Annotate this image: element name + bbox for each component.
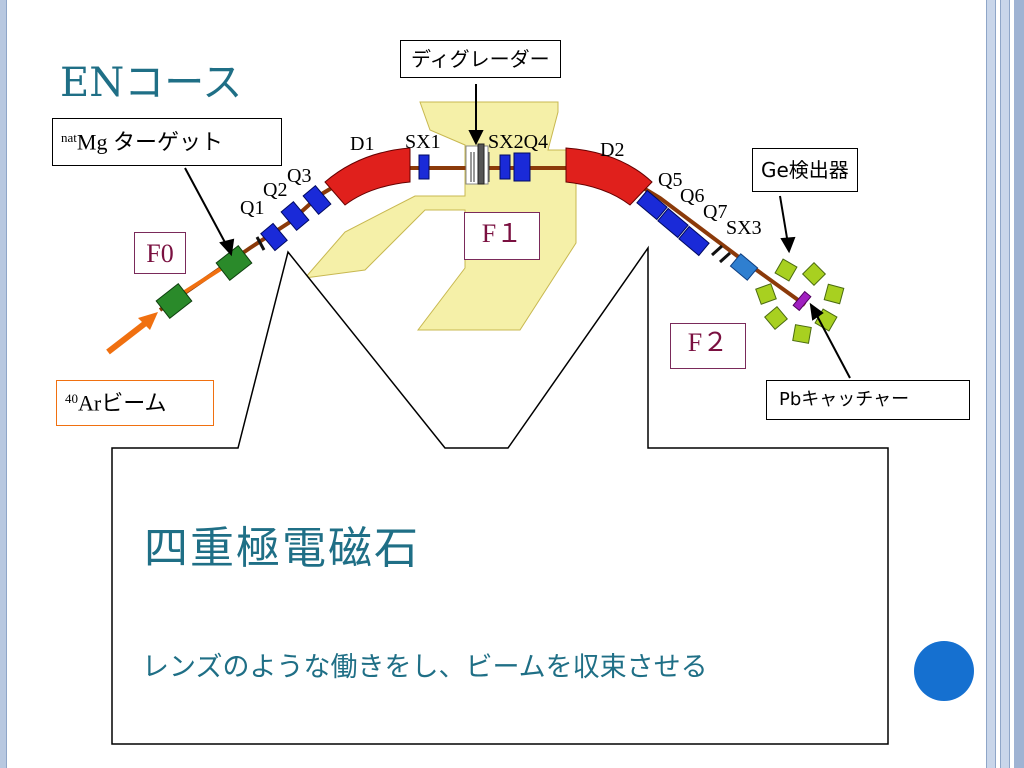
f0-label: F0: [134, 232, 186, 274]
catcher-label: Pbキャッチャー: [766, 380, 970, 420]
slide-frame-right: [986, 0, 1024, 768]
callout-description: レンズのような働きをし、ビームを収束させる: [142, 652, 708, 683]
d2-label: D2: [600, 139, 625, 161]
accent-dot: [914, 641, 974, 701]
catcher-label-text: Pbキャッチャー: [779, 389, 910, 410]
ge-detector-label: Ge検出器: [752, 148, 858, 192]
sx1-label: SX1: [405, 131, 441, 153]
slide-title: ENコース: [60, 60, 243, 106]
q1-label: Q1: [240, 197, 265, 219]
quadrupole-q1: [260, 222, 288, 252]
beam-arrow-head: [138, 312, 158, 330]
ge-detector-label-text: Ge検出器: [761, 158, 849, 182]
target-label: natMg ターゲット: [52, 118, 282, 167]
dipole-d1: [324, 147, 411, 206]
callout-bubble: [111, 245, 889, 745]
quadrupole-q4: [513, 152, 531, 182]
sx3-label: SX3: [726, 217, 762, 239]
target-label-isotope: nat: [61, 130, 77, 145]
pointer-arrow-icon: [184, 84, 851, 379]
q3-label: Q3: [287, 165, 312, 187]
dipole-d2: [565, 147, 653, 206]
target-label-text: Mg ターゲット: [76, 129, 223, 155]
quadrupole-q2: [280, 200, 310, 232]
pb-catcher: [792, 290, 812, 312]
q7-label: Q7: [703, 201, 728, 223]
degrader-frame: [465, 145, 489, 185]
d1-label: D1: [350, 133, 375, 155]
target-block: [215, 245, 253, 281]
degrader-label: ディグレーダー: [400, 40, 561, 78]
f1-label: F１: [464, 212, 540, 260]
sextupole-sx3: [729, 253, 759, 281]
quadrupole-q7: [678, 225, 710, 257]
beam-label-mass: 40: [65, 391, 78, 406]
beam-label: 40Arビーム: [56, 380, 214, 427]
ge-detector-array: [755, 258, 845, 344]
f2-label: F２: [670, 323, 746, 369]
q2-label: Q2: [263, 179, 288, 201]
callout-title: 四重極電磁石: [144, 523, 420, 574]
quadrupole-q3: [302, 184, 332, 216]
slide-frame-left: [0, 0, 7, 768]
sextupole-sx1: [418, 154, 430, 180]
degrader-label-text: ディグレーダー: [411, 47, 550, 71]
q6-label: Q6: [680, 185, 705, 207]
sextupole-sx2: [499, 154, 511, 180]
degrader: [477, 143, 485, 185]
sx2q4-label: SX2Q4: [488, 131, 549, 153]
quadrupole-q5: [636, 189, 668, 221]
beam-label-text: Arビーム: [78, 390, 167, 416]
quadrupole-q6: [657, 207, 689, 239]
q5-label: Q5: [658, 169, 683, 191]
f0-block: [155, 283, 193, 319]
